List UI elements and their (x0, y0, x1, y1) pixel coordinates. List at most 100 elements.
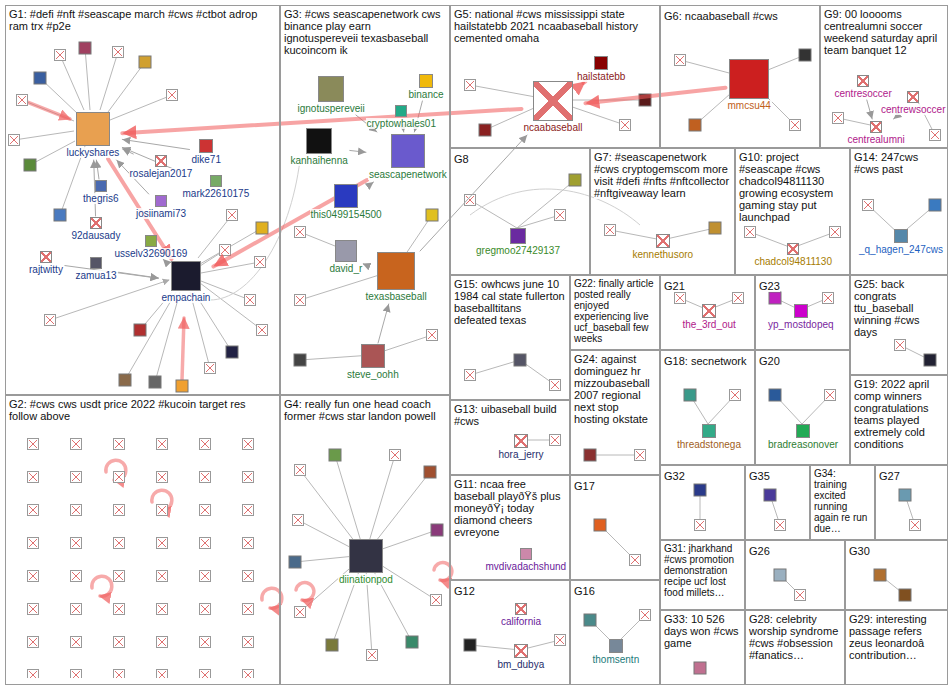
vertex-label: gregmoo27429137 (475, 245, 561, 256)
vertex-icon (367, 650, 378, 661)
link (372, 182, 373, 183)
vertex-label: steve_oohh (346, 369, 400, 380)
vertex-icon (825, 390, 836, 401)
group-heading: G34: training excited running again re r… (814, 468, 871, 534)
vertex-icon (510, 228, 526, 244)
vertex-label: cryptowhales01 (366, 118, 437, 129)
vertex: diinationpod (338, 539, 394, 585)
vertex-icon (594, 519, 606, 531)
vertex-icon (729, 59, 769, 99)
vertex-icon (733, 293, 744, 304)
vertex-label: texasbaseball (365, 291, 428, 302)
vertex-icon (695, 520, 706, 531)
group-heading: G28: celebrity worship syndrome #cws #ob… (749, 613, 841, 661)
vertex-icon (24, 159, 36, 171)
vertex-label: mark22610175 (182, 188, 251, 199)
vertex-icon (924, 354, 936, 366)
vertex-icon (171, 261, 201, 291)
vertex-icon (514, 434, 528, 448)
vertex-icon (833, 113, 844, 124)
link (403, 130, 404, 132)
group-heading: G21 (664, 280, 685, 292)
vertex-icon (702, 424, 716, 438)
vertex-icon (245, 295, 256, 306)
group-box: G33: 10 526 days won #cws game (660, 610, 745, 685)
vertex: mvdivadachshund (485, 548, 568, 572)
vertex-icon (40, 251, 52, 263)
vertex: the_3rd_out (682, 304, 737, 330)
vertex-icon (391, 134, 425, 168)
vertex-label: luckyshares (66, 147, 121, 158)
vertex-icon (289, 556, 301, 568)
vertex-icon (329, 449, 341, 461)
decor-link (300, 215, 432, 360)
vertex-icon (431, 524, 443, 536)
group-heading: G15: owhcws june 10 1984 cal state fulle… (454, 278, 566, 326)
group-box: G13: uibaseball build #cwshora_jerry (450, 400, 570, 475)
vertex-icon (139, 56, 151, 68)
group-box: G26 (745, 540, 845, 610)
vertex: josiinami73 (135, 195, 187, 219)
vertex-icon (787, 243, 799, 255)
group-box: G15: owhcws june 10 1984 cal state fulle… (450, 275, 570, 400)
vertex-icon (929, 199, 941, 211)
vertex-icon (326, 639, 338, 651)
vertex: thomsentn (592, 639, 641, 665)
group-heading: G20 (759, 355, 780, 367)
link (350, 150, 366, 152)
vertex: kennethusoro (632, 234, 695, 260)
group-box: G22: finally article posted really enjoy… (570, 275, 660, 350)
vertex-label: kennethusoro (632, 249, 695, 260)
vertex: threadstonega (676, 424, 742, 450)
decor-link (295, 455, 437, 655)
vertex-label: this0499154500 (310, 209, 383, 220)
vertex-label: mmcsu44 (727, 100, 772, 111)
vertex-icon (465, 80, 476, 91)
link (119, 272, 159, 278)
vertex-icon (377, 252, 415, 290)
vertex: california (500, 603, 542, 627)
link (122, 139, 189, 149)
vertex-icon (605, 225, 616, 236)
vertex-label: ncaabaseball (523, 122, 584, 133)
vertex-icon (361, 344, 385, 368)
vertex-icon (199, 139, 213, 153)
vertex-icon (790, 120, 801, 131)
vertex-icon (431, 595, 442, 606)
vertex: ncaabaseball (523, 81, 584, 133)
vertex-icon (870, 121, 882, 133)
group-heading: G27 (879, 470, 900, 482)
vertex-icon (857, 75, 869, 87)
vertex-icon (295, 607, 306, 618)
vertex-icon (584, 449, 596, 461)
group-heading: G1: #defi #nft #seascape march #cws #ctb… (9, 8, 276, 32)
vertex: chadcol94811130 (754, 243, 833, 267)
vertex: centrealumni (847, 121, 906, 145)
vertex-icon (730, 390, 741, 401)
vertex: hailstatebb (576, 56, 626, 82)
vertex-icon (694, 662, 706, 674)
vertex: bm_dubya (497, 644, 546, 670)
vertex-icon (550, 435, 561, 446)
vertex: kanhaihenna (290, 128, 349, 166)
link (163, 259, 164, 260)
vertex-icon (609, 639, 623, 653)
vertex: david_r (329, 240, 364, 274)
vertex-icon (635, 450, 646, 461)
vertex-icon (257, 325, 268, 336)
group-heading: G24: against dominguez hr mizzoubaseball… (574, 353, 656, 425)
vertex-icon (555, 210, 566, 221)
vertex: dike71 (191, 139, 222, 165)
icon-grid (12, 428, 274, 678)
vertex-label: yp_mostdopeq (767, 319, 835, 330)
vertex: steve_oohh (346, 344, 400, 380)
group-heading: G33: 10 526 days won #cws game (664, 613, 741, 649)
vertex-icon (584, 614, 596, 626)
link (867, 100, 872, 119)
vertex-icon (640, 610, 651, 621)
vertex-label: zamua13 (75, 270, 118, 281)
group-box: G35 (745, 465, 810, 540)
vertex: mmcsu44 (727, 59, 772, 111)
vertex-icon (220, 245, 231, 256)
group-heading: G29: interesting passage refers zeus leo… (849, 613, 944, 661)
